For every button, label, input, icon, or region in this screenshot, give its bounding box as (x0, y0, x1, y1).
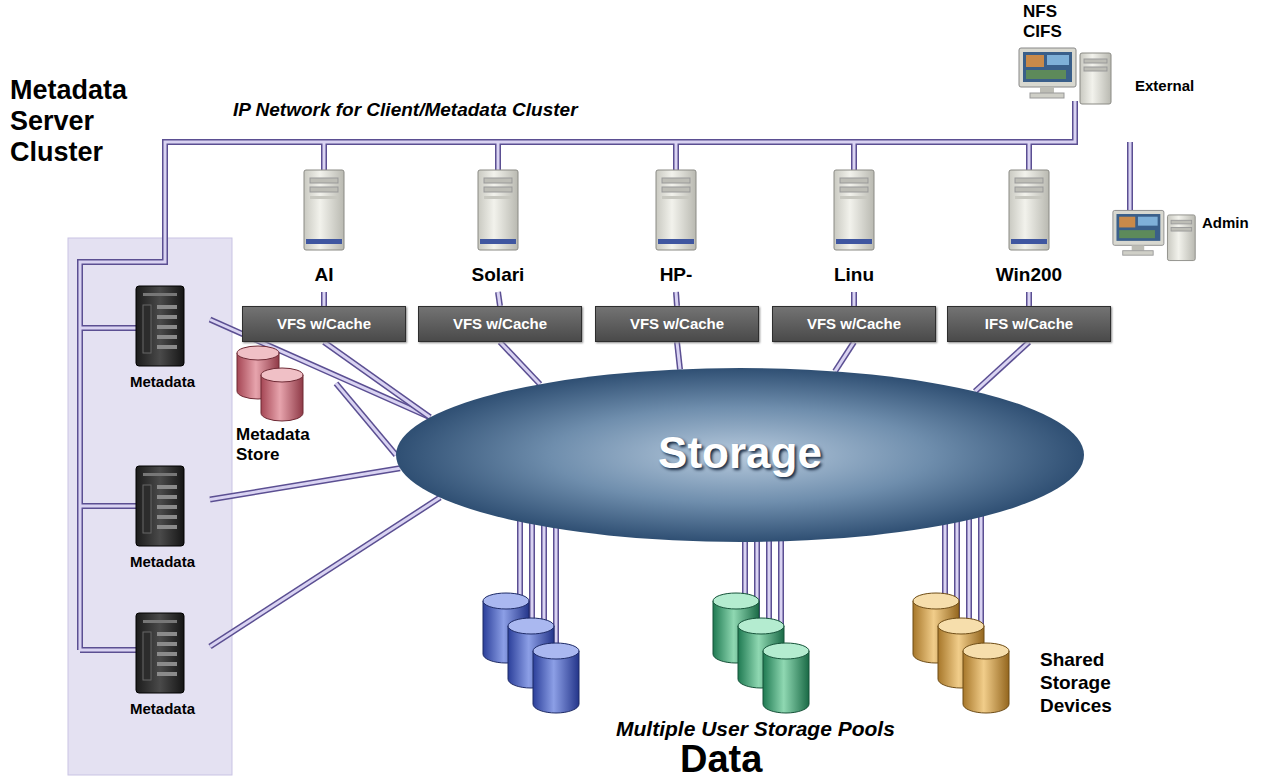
node-text: Win200 (984, 263, 1074, 286)
metadata-cluster: Metadata Server ClusterMetadataMetadataM… (8, 75, 234, 777)
node-text: AI (279, 263, 369, 286)
connector (676, 292, 677, 306)
node-text: NFS CIFS (1023, 2, 1073, 42)
tower-icon (1008, 169, 1050, 251)
disk-cylinder (533, 643, 579, 713)
node-text: Metadata Server Cluster (10, 75, 165, 168)
network-wires (80, 101, 1130, 650)
client-server: HP- (631, 165, 721, 292)
external-client: NFS CIFSExternal (1018, 2, 1208, 107)
disk-cylinder (763, 643, 809, 713)
connector (210, 468, 400, 499)
storage-network: Storage (395, 367, 1085, 543)
tower-icon (303, 169, 345, 251)
pools-label: Multiple User Storage Pools (616, 716, 895, 741)
file-system-box: VFS w/Cache (595, 306, 759, 342)
node-text: Admin (1202, 214, 1273, 232)
connector (677, 342, 680, 369)
rack-icon (135, 285, 185, 367)
client-server: Linu (809, 165, 899, 292)
node-text: VFS w/Cache (596, 307, 758, 341)
connector (835, 342, 854, 371)
cylpair-icon (236, 345, 306, 423)
connector (500, 342, 540, 384)
node-text: External (1135, 77, 1273, 95)
client-server: Solari (453, 165, 543, 292)
connector (498, 292, 500, 306)
connector (1029, 292, 1030, 306)
node-text: VFS w/Cache (243, 307, 405, 341)
node-text: VFS w/Cache (419, 307, 581, 341)
tower-icon (833, 169, 875, 251)
tower-icon (655, 169, 697, 251)
connector (324, 292, 325, 306)
pc-icon (1018, 47, 1113, 105)
connector (975, 342, 1029, 391)
pc-icon (1112, 208, 1197, 263)
node-text: Storage (395, 427, 1085, 479)
node-text: Metadata (115, 373, 210, 391)
tower-icon (477, 169, 519, 251)
metadata-store: Metadata Store (236, 345, 336, 473)
node-text: Linu (809, 263, 899, 286)
node-text: Metadata (115, 553, 210, 571)
network-wires-inner (80, 101, 1130, 650)
file-system-box: IFS w/Cache (947, 306, 1111, 342)
node-text: HP- (631, 263, 721, 286)
connector (854, 292, 855, 306)
client-server: AI (279, 165, 369, 292)
node-text: Metadata (115, 700, 210, 718)
metadata-server: Metadata (115, 465, 210, 580)
rack-icon (135, 612, 185, 694)
node-text: Solari (453, 263, 543, 286)
metadata-server: Metadata (115, 285, 210, 400)
file-system-box: VFS w/Cache (418, 306, 582, 342)
rack-icon (135, 465, 185, 547)
connector (336, 383, 396, 455)
node-text: Metadata Store (236, 425, 336, 465)
data-label: Data (680, 740, 762, 778)
connector (324, 342, 430, 417)
admin-client: Admin (1112, 208, 1267, 270)
node-text: VFS w/Cache (773, 307, 935, 341)
file-system-box: VFS w/Cache (772, 306, 936, 342)
file-system-box: VFS w/Cache (242, 306, 406, 342)
client-server: Win200 (984, 165, 1074, 292)
metadata-server: Metadata (115, 612, 210, 727)
network-label: IP Network for Client/Metadata Cluster (233, 98, 578, 121)
node-text: IFS w/Cache (948, 307, 1110, 341)
connector (210, 498, 440, 647)
disk-cylinder (963, 643, 1009, 713)
devices-label: Shared Storage Devices (1040, 648, 1130, 717)
